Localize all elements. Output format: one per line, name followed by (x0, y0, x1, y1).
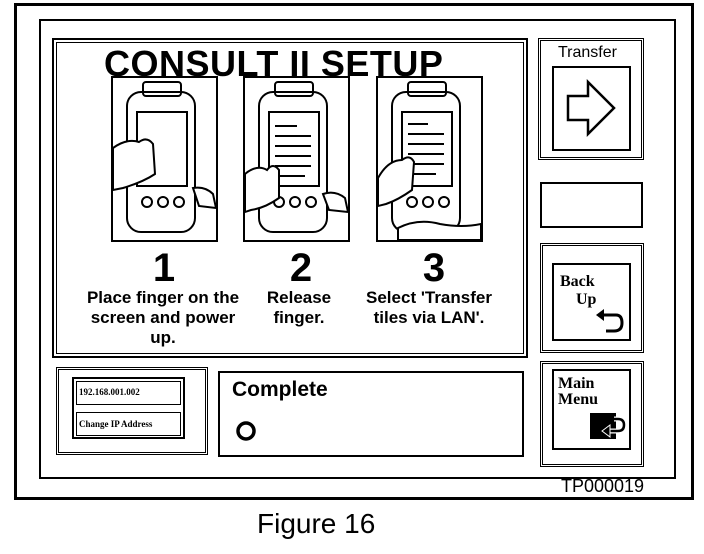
main-menu-label-line2: Menu (558, 391, 598, 408)
back-up-button-frame (540, 243, 644, 353)
screen-frame (39, 19, 676, 479)
step-1-number: 1 (152, 246, 176, 290)
ip-address-value: 192.168.001.002 (79, 387, 140, 397)
back-up-label-line1: Back (560, 273, 595, 290)
back-arrow-icon (596, 309, 624, 333)
step-1-illustration (111, 76, 218, 242)
menu-return-icon (590, 413, 626, 439)
back-up-label-line2: Up (576, 291, 597, 308)
main-menu-button[interactable]: Main Menu (552, 369, 631, 450)
step-2-illustration (243, 76, 350, 242)
blank-display-box (540, 182, 643, 228)
step-3-illustration (376, 76, 483, 242)
main-menu-button-frame (540, 361, 644, 467)
step-1-text: Place finger on the screen and power up. (86, 288, 240, 347)
step-3-number: 3 (422, 246, 446, 290)
change-ip-button[interactable]: Change IP Address (76, 412, 181, 436)
instructions-panel-inner (56, 42, 524, 354)
status-panel (218, 371, 524, 457)
step-2-number: 2 (289, 246, 313, 290)
change-ip-label: Change IP Address (79, 419, 153, 429)
transfer-label: Transfer (558, 44, 617, 61)
hand-device-icon (378, 81, 481, 240)
hand-device-icon (113, 81, 216, 233)
document-id: TP000019 (561, 476, 645, 496)
figure-caption: Figure 16 (257, 508, 376, 539)
transfer-button-frame (538, 38, 644, 160)
ip-panel (56, 367, 208, 455)
status-label: Complete (232, 378, 328, 401)
status-circle-icon (236, 421, 256, 441)
main-menu-label-line1: Main (558, 375, 595, 392)
hand-device-icon (245, 81, 348, 233)
step-2-text: Release finger. (266, 288, 332, 327)
back-up-button[interactable]: Back Up (552, 263, 631, 341)
outer-frame (14, 3, 694, 500)
step-3-text: Select 'Transfer tiles via LAN'. (366, 288, 492, 327)
ip-address-field: 192.168.001.002 (76, 381, 181, 405)
right-arrow-icon (566, 78, 616, 138)
transfer-button[interactable] (552, 66, 631, 151)
